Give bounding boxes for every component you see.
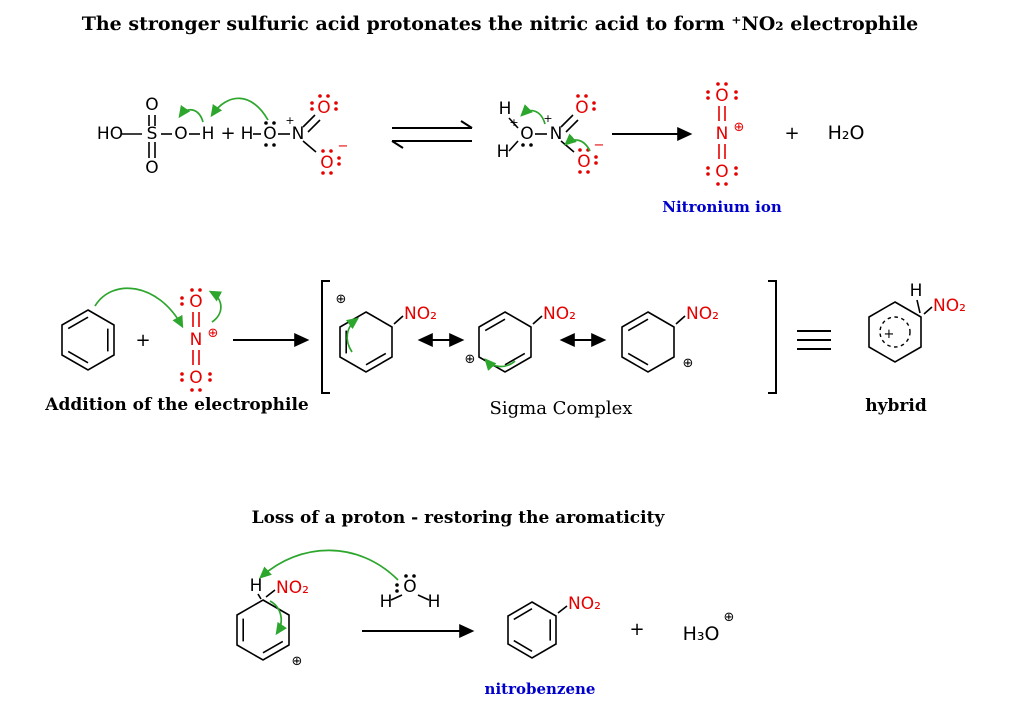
no2-group: NO₂ xyxy=(933,296,966,316)
sulfuric-acid-structure: HO S O H O O xyxy=(97,95,214,178)
atom-ho: HO xyxy=(97,124,123,144)
protonated-nitric-acid-structure: H H + O + N O O − xyxy=(497,94,605,174)
atom-n: N xyxy=(292,124,305,144)
curved-arrow-water-to-proton xyxy=(259,549,399,581)
plus-sign: + xyxy=(784,123,799,144)
hybrid-structure: + H NO₂ xyxy=(868,281,966,363)
hydronium-formula: H₃O xyxy=(683,623,720,645)
loss-of-proton-heading: Loss of a proton - restoring the aromati… xyxy=(252,508,666,528)
atom-n: N xyxy=(550,124,563,144)
atom-o: O xyxy=(263,124,276,144)
atom-h: H xyxy=(499,99,512,119)
curved-arrow-resonance-2 xyxy=(484,358,516,371)
no2-group: NO₂ xyxy=(568,594,601,614)
atom-n: N xyxy=(190,330,203,350)
curved-arrow-restore-aromaticity xyxy=(269,600,287,636)
atom-h: H xyxy=(380,592,393,612)
arenium-ion-structure: H NO₂ ⊕ xyxy=(236,576,309,669)
nitrobenzene-label: nitrobenzene xyxy=(485,680,596,698)
equivalence-sign xyxy=(797,330,831,350)
atom-h: H xyxy=(250,576,263,596)
nitric-acid-structure: H O N + O O − xyxy=(241,94,349,175)
right-bracket xyxy=(768,280,777,394)
n-plus-charge: + xyxy=(285,114,294,127)
atom-o: O xyxy=(145,95,158,115)
curved-arrow-resonance-1 xyxy=(345,317,360,353)
no2-group: NO₂ xyxy=(543,304,576,324)
n-circled-plus: ⊕ xyxy=(734,120,745,135)
hybrid-label: hybrid xyxy=(865,396,927,416)
ring-circled-plus: ⊕ xyxy=(336,292,347,307)
atom-o: O xyxy=(320,153,333,173)
n-plus-charge: + xyxy=(543,112,552,125)
atom-o: O xyxy=(145,158,158,178)
equilibrium-arrows xyxy=(391,120,473,149)
sigma-complex-resonance-2: ⊕ NO₂ xyxy=(465,304,576,373)
water-formula: H₂O xyxy=(828,122,865,144)
plus-sign: + xyxy=(135,330,150,351)
o-minus-charge: − xyxy=(594,138,605,153)
sigma-complex-resonance-3: ⊕ NO₂ xyxy=(621,304,719,373)
plus-sign: + xyxy=(220,123,235,144)
nitronium-ion-structure: O N ⊕ O Nitronium ion xyxy=(662,82,782,216)
curved-arrow-pi-to-oxygen xyxy=(208,290,223,323)
atom-h: H xyxy=(202,124,215,144)
curved-arrow-no-bond-to-o xyxy=(520,104,546,125)
atom-o: O xyxy=(520,124,533,144)
atom-o: O xyxy=(715,86,728,106)
atom-o: O xyxy=(577,152,590,172)
no2-group: NO₂ xyxy=(404,304,437,324)
curved-arrow-nitric-o-to-h xyxy=(210,97,269,121)
atom-o: O xyxy=(174,124,187,144)
no2-group: NO₂ xyxy=(686,304,719,324)
ring-circled-plus: ⊕ xyxy=(465,352,476,367)
curved-arrow-oh-bond-to-o xyxy=(178,104,204,123)
atom-h: H xyxy=(910,281,923,301)
atom-o: O xyxy=(189,368,202,388)
benzene-structure xyxy=(61,309,115,371)
curved-arrow-benzene-attack xyxy=(94,287,184,329)
hybrid-partial-charge: + xyxy=(884,327,895,342)
ring-circled-plus: ⊕ xyxy=(683,356,694,371)
atom-o: O xyxy=(317,98,330,118)
sigma-complex-resonance-1: ⊕ NO₂ xyxy=(336,292,437,373)
no2-group: NO₂ xyxy=(276,578,309,598)
hydronium-ion: H₃O ⊕ xyxy=(683,610,735,645)
addition-label: Addition of the electrophile xyxy=(44,395,309,415)
atom-n: N xyxy=(716,124,729,144)
atom-o: O xyxy=(403,577,416,597)
atom-h: H xyxy=(497,142,510,162)
atom-o: O xyxy=(189,292,202,312)
n-circled-plus: ⊕ xyxy=(208,326,219,341)
page-title: The stronger sulfuric acid protonates th… xyxy=(82,13,919,35)
ring-circled-plus: ⊕ xyxy=(292,654,303,669)
water-structure: H O H xyxy=(380,574,441,612)
nitronium-electrophile-structure: O N ⊕ O xyxy=(180,288,223,392)
atom-h: H xyxy=(241,124,254,144)
o-minus-charge: − xyxy=(338,139,349,154)
atom-o: O xyxy=(715,162,728,182)
plus-sign: + xyxy=(629,619,644,640)
o-plus-charge: + xyxy=(509,116,518,129)
atom-h: H xyxy=(428,592,441,612)
curved-arrow-o-lone-pair-to-n xyxy=(564,133,591,152)
left-bracket xyxy=(321,280,330,394)
nitronium-ion-label: Nitronium ion xyxy=(662,198,782,216)
atom-o: O xyxy=(575,98,588,118)
hydronium-circled-plus: ⊕ xyxy=(724,610,735,625)
nitrobenzene-structure: NO₂ nitrobenzene xyxy=(485,594,601,698)
atom-s: S xyxy=(147,124,158,144)
sigma-complex-label: Sigma Complex xyxy=(490,398,633,419)
